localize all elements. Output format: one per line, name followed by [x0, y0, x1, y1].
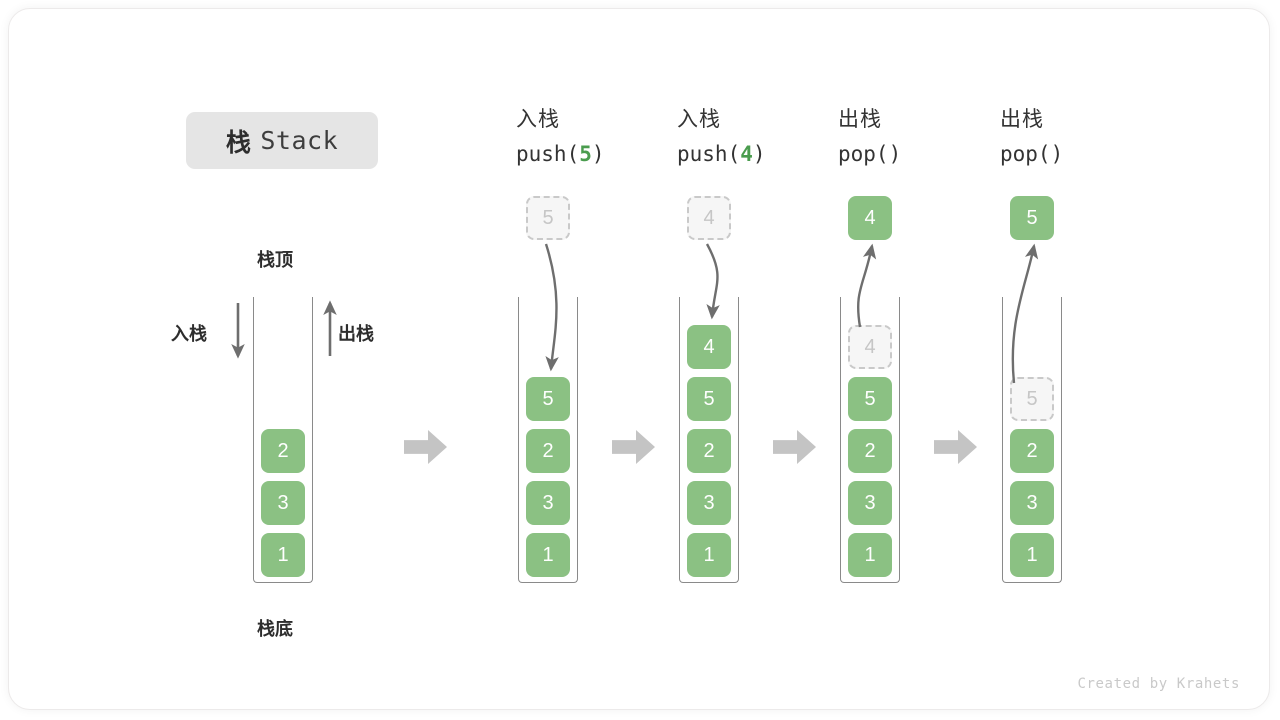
stack-container-push-4	[679, 297, 739, 583]
stack-cell: 5	[687, 377, 731, 421]
stack-cell: 4	[687, 325, 731, 369]
stack-cell: 1	[261, 533, 305, 577]
stack-cell: 5	[848, 377, 892, 421]
pop-direction-label: 出栈	[338, 324, 374, 344]
stack-cell: 3	[687, 481, 731, 525]
step-header-pop-4: 出栈 pop()	[838, 106, 1008, 170]
step-header-push-5: 入栈 push(5)	[516, 106, 686, 170]
code-prefix: pop(	[838, 142, 889, 166]
title-english: Stack	[260, 126, 339, 155]
code-prefix: push(	[516, 142, 580, 166]
title-badge: 栈 Stack	[186, 112, 378, 169]
title-chinese: 栈	[225, 128, 252, 157]
stack-cell: 3	[261, 481, 305, 525]
push-direction-label: 入栈	[171, 324, 207, 344]
stack-cell: 1	[848, 533, 892, 577]
floating-cell-ghost: 5	[526, 196, 570, 240]
stack-cell: 5	[526, 377, 570, 421]
stack-container-pop-5	[1002, 297, 1062, 583]
step-operation-label: 入栈	[516, 108, 560, 131]
stack-cell-ghost: 5	[1010, 377, 1054, 421]
code-argument: 4	[740, 142, 753, 166]
stack-cell: 1	[1010, 533, 1054, 577]
step-header-pop-5: 出栈 pop()	[1000, 106, 1170, 170]
stack-top-label: 栈顶	[257, 250, 293, 270]
code-suffix: )	[752, 142, 766, 166]
stack-cell: 2	[687, 429, 731, 473]
step-operation-code: push(5)	[516, 138, 686, 170]
floating-cell-ghost: 4	[687, 196, 731, 240]
floating-cell-popped: 5	[1010, 196, 1054, 240]
stack-cell: 1	[526, 533, 570, 577]
step-operation-code: push(4)	[677, 138, 847, 170]
floating-cell-popped: 4	[848, 196, 892, 240]
watermark: Created by Krahets	[1077, 676, 1240, 692]
code-argument: 5	[579, 142, 592, 166]
step-operation-label: 出栈	[838, 108, 882, 131]
stack-cell: 1	[687, 533, 731, 577]
code-prefix: push(	[677, 142, 741, 166]
stack-bottom-label: 栈底	[257, 619, 293, 639]
stack-cell: 2	[848, 429, 892, 473]
stack-cell-ghost: 4	[848, 325, 892, 369]
step-operation-label: 入栈	[677, 108, 721, 131]
stack-cell: 2	[526, 429, 570, 473]
code-suffix: )	[1050, 142, 1064, 166]
stack-cell: 2	[1010, 429, 1054, 473]
step-operation-code: pop()	[1000, 138, 1170, 170]
stack-cell: 3	[526, 481, 570, 525]
stack-container-push-5	[518, 297, 578, 583]
stack-container-pop-4	[840, 297, 900, 583]
stack-cell: 3	[1010, 481, 1054, 525]
step-operation-code: pop()	[838, 138, 1008, 170]
code-suffix: )	[888, 142, 902, 166]
step-header-push-4: 入栈 push(4)	[677, 106, 847, 170]
step-operation-label: 出栈	[1000, 108, 1044, 131]
stack-cell: 2	[261, 429, 305, 473]
code-suffix: )	[591, 142, 605, 166]
stack-cell: 3	[848, 481, 892, 525]
stack-container-initial	[253, 297, 313, 583]
code-prefix: pop(	[1000, 142, 1051, 166]
